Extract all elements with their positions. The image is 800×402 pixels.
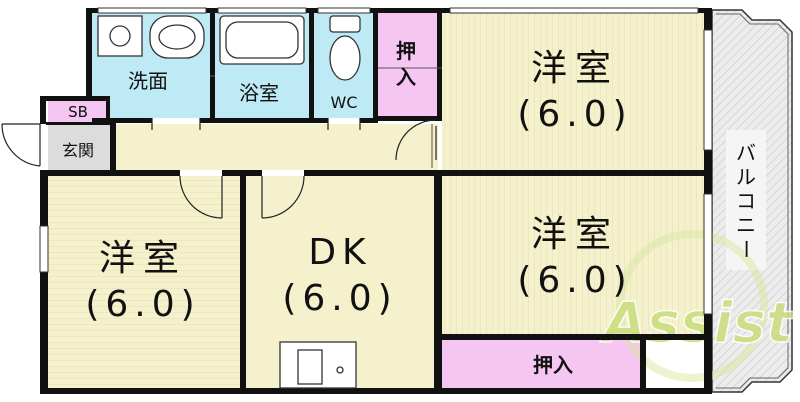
dk-name: DK: [308, 232, 371, 273]
kitchen-sink-fixture: [279, 341, 357, 389]
svg-text:入: 入: [396, 65, 416, 89]
west-room-size: (6.0): [85, 284, 200, 325]
entrance-floor: [48, 124, 110, 170]
closet-upper-floor: [378, 12, 438, 118]
toilet-label: WC: [331, 93, 358, 112]
windows: [39, 7, 713, 315]
north-east-room-size: (6.0): [517, 94, 632, 135]
west-room-floor: [48, 176, 240, 390]
entrance-label: 玄関: [62, 141, 94, 160]
watermark-text: Assist: [599, 291, 795, 356]
south-east-room-name: 洋室: [531, 214, 619, 255]
bathtub-fixture: [219, 15, 305, 65]
balcony-label-char: ー: [734, 239, 758, 259]
south-east-room-size: (6.0): [517, 260, 632, 301]
north-east-room-floor: [442, 12, 704, 170]
south-east-room-floor: [442, 176, 704, 334]
watermark-logo: Assist: [599, 230, 796, 382]
bathroom-label: 浴室: [239, 81, 279, 105]
north-east-room-name: 洋室: [531, 48, 619, 89]
thin-lines: [210, 67, 442, 168]
shoe-box-floor: [48, 100, 106, 122]
closet-upper-label: 押 入: [396, 39, 416, 89]
svg-text:押: 押: [396, 39, 416, 63]
balcony-label-char: ル: [736, 165, 756, 189]
doors: [1, 118, 437, 219]
corridor-floor: [116, 124, 438, 170]
toilet-fixture: [329, 15, 361, 81]
closet-lower-floor: [442, 340, 640, 390]
washroom-label: 洗面: [128, 69, 168, 93]
balcony-inner-outline: [716, 13, 789, 389]
balcony-label-char: バ: [736, 141, 756, 165]
washbasin-fixture: [97, 15, 205, 59]
west-room-name: 洋室: [99, 238, 187, 279]
closet-lower-label: 押入: [533, 353, 573, 377]
balcony-label-char: ニ: [736, 213, 756, 237]
shoe-box-label: SB: [68, 103, 88, 121]
dk-size: (6.0): [282, 278, 397, 319]
balcony-label-char: コ: [736, 189, 756, 213]
